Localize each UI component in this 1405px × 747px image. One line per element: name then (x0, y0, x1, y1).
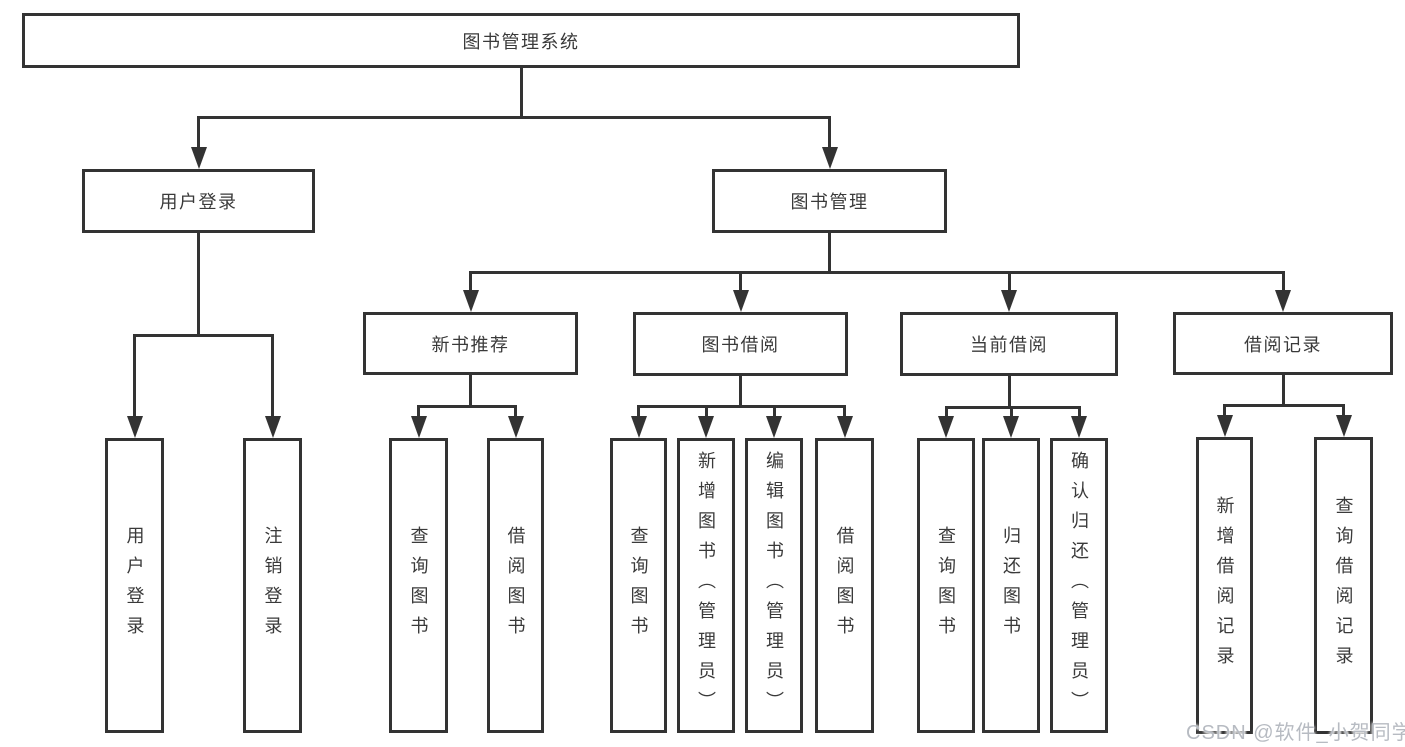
node-label: 查询图书 (408, 525, 429, 646)
node-leaf-borrow-books-1: 借阅图书 (487, 438, 544, 733)
connector-stem (519, 66, 523, 119)
node-leaf-logout: 注销登录 (243, 438, 302, 733)
node-label: 确认归还（管理员） (1069, 450, 1089, 721)
connector-drop (1223, 405, 1226, 419)
arrow-down-icon (836, 416, 853, 438)
arrow-down-icon (462, 290, 479, 312)
arrow-down-icon (410, 416, 427, 438)
arrow-down-icon (1216, 415, 1233, 437)
node-label: 注销登录 (262, 525, 283, 646)
node-label: 图书管理 (790, 192, 869, 212)
connector-drop (772, 406, 776, 420)
node-leaf-add-book-admin: 新增图书（管理员） (677, 438, 735, 733)
connector-drop (1077, 407, 1081, 420)
arrow-down-icon (126, 416, 143, 438)
arrow-down-icon (1001, 290, 1017, 312)
node-label: 新增借阅记录 (1214, 495, 1235, 676)
node-label: 查询图书 (936, 525, 956, 646)
node-label: 借阅记录 (1244, 334, 1322, 355)
connector-bar (417, 404, 517, 408)
connector-drop (944, 407, 948, 420)
connector-drop (704, 406, 708, 420)
arrow-down-icon (732, 290, 749, 312)
connector-bar (944, 405, 1081, 409)
connector-drop (197, 117, 200, 151)
arrow-down-icon (1003, 416, 1019, 438)
node-leaf-user-login: 用户登录 (105, 438, 164, 733)
watermark: CSDN @软件_小贺同学 (1186, 722, 1405, 744)
node-label: 借阅图书 (505, 525, 526, 646)
node-leaf-query-books-2: 查询图书 (610, 438, 667, 733)
connector-drop (1281, 272, 1285, 294)
node-leaf-return-books: 归还图书 (982, 438, 1040, 733)
node-root: 图书管理系统 (22, 13, 1020, 68)
node-label: 借阅图书 (834, 525, 855, 646)
node-label: 新增图书（管理员） (696, 450, 716, 721)
node-label: 查询借阅记录 (1333, 495, 1354, 676)
connector-bar (469, 270, 1285, 274)
connector-stem (739, 374, 742, 408)
node-label: 当前借阅 (970, 335, 1048, 355)
node-label: 查询图书 (628, 525, 649, 646)
node-leaf-borrow-books-2: 借阅图书 (815, 438, 874, 733)
arrow-down-icon (264, 416, 281, 438)
connector-stem (1281, 373, 1285, 407)
connector-bar (637, 404, 846, 408)
node-book-management: 图书管理 (712, 169, 947, 233)
node-leaf-add-borrow-record: 新增借阅记录 (1196, 437, 1253, 734)
connector-stem (828, 231, 831, 274)
node-leaf-edit-book-admin: 编辑图书（管理员） (745, 438, 803, 733)
connector-stem (197, 231, 200, 337)
connector-drop (1009, 407, 1013, 420)
node-label: 用户登录 (124, 525, 145, 646)
node-new-book-recommend: 新书推荐 (363, 312, 578, 375)
node-label: 新书推荐 (431, 334, 510, 355)
connector-drop (739, 272, 742, 294)
connector-drop (271, 335, 274, 420)
arrow-down-icon (190, 147, 207, 169)
connector-bar (197, 115, 831, 119)
node-label: 归还图书 (1001, 525, 1021, 646)
connector-drop (514, 406, 517, 420)
connector-drop (637, 406, 640, 420)
node-leaf-query-books-1: 查询图书 (389, 438, 448, 733)
connector-drop (133, 335, 136, 420)
connector-drop (828, 117, 831, 151)
node-leaf-query-borrow-record: 查询借阅记录 (1314, 437, 1373, 734)
connector-drop (1007, 272, 1011, 294)
node-book-borrowing: 图书借阅 (633, 312, 848, 376)
node-leaf-query-books-3: 查询图书 (917, 438, 975, 733)
arrow-down-icon (766, 416, 782, 438)
arrow-down-icon (698, 416, 714, 438)
arrow-down-icon (630, 416, 647, 438)
connector-stem (469, 373, 472, 408)
connector-stem (1007, 374, 1011, 409)
connector-drop (843, 406, 846, 420)
node-user-login: 用户登录 (82, 169, 315, 233)
node-current-borrowing: 当前借阅 (900, 312, 1118, 376)
node-label: 图书管理系统 (462, 31, 580, 52)
arrow-down-icon (1335, 415, 1352, 437)
node-label: 编辑图书（管理员） (764, 450, 784, 721)
node-borrowing-records: 借阅记录 (1173, 312, 1393, 375)
arrow-down-icon (1275, 290, 1291, 312)
connector-drop (469, 272, 472, 294)
connector-drop (1342, 405, 1345, 419)
arrow-down-icon (1071, 416, 1087, 438)
node-label: 用户登录 (159, 192, 238, 212)
connector-drop (417, 406, 420, 420)
arrow-down-icon (507, 416, 524, 438)
connector-bar (1223, 403, 1345, 407)
connector-bar (133, 333, 274, 337)
node-leaf-confirm-return-admin: 确认归还（管理员） (1050, 438, 1108, 733)
node-label: 图书借阅 (701, 335, 780, 355)
arrow-down-icon (821, 147, 838, 169)
arrow-down-icon (938, 416, 954, 438)
